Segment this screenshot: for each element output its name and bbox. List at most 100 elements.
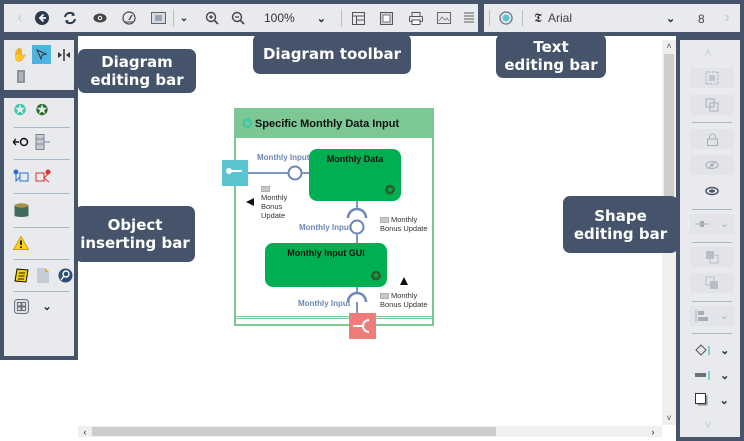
component-title: Monthly Data [326,154,384,164]
scroll-right-icon[interactable]: › [651,426,655,437]
separator [692,242,732,243]
toolbar-separator [341,9,342,27]
horizontal-scrollbar[interactable]: ‹ › [78,426,662,437]
scroll-down-icon[interactable]: ˅ [666,413,672,423]
zoom-level-select[interactable]: 100% ⌄ [260,10,330,26]
gauge-icon[interactable] [121,10,137,26]
component-icon: ✪ [242,116,253,131]
component-dark-insert-icon[interactable]: ✪ [35,102,49,119]
callout-text: Diagram toolbar [262,45,401,63]
zoom-out-icon[interactable] [230,10,246,26]
separator [692,122,732,123]
callout-text: inserting bar [80,234,190,252]
toolbar-separator [173,9,174,27]
split-resize-icon[interactable] [56,47,72,63]
device-node-icon[interactable] [34,133,52,151]
text-color-icon[interactable] [498,10,514,26]
line-color-icon[interactable]: ⌄ [690,365,734,385]
component-icon: ✪ [384,183,395,197]
document-icon[interactable] [35,266,51,284]
mail-icon [380,293,389,300]
select-pointer-icon[interactable] [32,45,51,64]
separator [692,301,732,302]
component-insert-icon[interactable]: ✪ [13,102,27,119]
message-note: Monthly Bonus Update [380,215,428,233]
frame-icon[interactable] [378,10,394,26]
diagram-toolbar: ‹ ⌄ 100% ⌄ [0,0,482,36]
grid-frame-icon[interactable] [12,297,30,315]
web-service-icon[interactable] [57,266,73,284]
note-scroll-icon[interactable] [12,266,30,284]
note-text: Bonus [261,202,283,211]
vertical-scroll-thumb[interactable] [664,54,674,196]
layout-icon[interactable] [350,10,366,26]
font-icon: 𝕿 [534,10,542,26]
interface-label: Monthly Input [257,153,310,162]
chevron-right-icon[interactable]: › [724,9,730,26]
warning-icon[interactable] [12,234,30,252]
lock-icon[interactable] [690,129,734,149]
callout-diagram-toolbar: Diagram toolbar [253,34,411,74]
hide-eye-icon[interactable] [690,155,734,175]
interface-lollipop-icon[interactable] [12,134,30,150]
more-icon[interactable] [462,10,476,26]
callout-diagram-editing-bar: Diagram editing bar [78,49,196,93]
group-icon[interactable] [690,68,734,88]
scroll-up-icon[interactable]: ˄ [666,41,672,51]
component-icon: ✪ [370,269,381,283]
red-connector-icon[interactable] [34,168,52,184]
back-icon[interactable] [34,10,50,26]
separator [14,291,70,292]
component-monthly-data[interactable]: Monthly Data ✪ [309,149,401,201]
view-eye-icon[interactable] [92,10,108,26]
mail-icon [261,186,270,193]
note-text: Monthly [391,215,418,224]
chevron-down-icon[interactable]: ˅ [704,418,712,432]
chevron-up-icon[interactable]: ˄ [704,46,712,60]
note-text: Bonus Update [380,224,428,233]
note-text: Update [261,211,286,220]
bring-forward-icon[interactable] [690,247,734,267]
separator [14,227,70,228]
callout-object-inserting-bar: Object inserting bar [75,206,195,262]
fill-color-icon[interactable]: ⌄ [690,340,734,360]
zoom-in-icon[interactable] [204,10,220,26]
ungroup-icon[interactable] [690,95,734,115]
hand-pan-icon[interactable]: ✋ [11,47,29,62]
blue-connector-icon[interactable] [12,168,30,184]
callout-text-editing-bar: Text editing bar [496,34,606,78]
horizontal-scroll-thumb[interactable] [92,427,496,436]
show-eye-icon[interactable] [690,181,734,201]
callout-text: editing bar [90,71,184,89]
column-icon[interactable] [14,68,28,84]
align-icon[interactable]: ⌄ [690,306,734,326]
back-disabled-icon[interactable]: ‹ [17,9,23,26]
separator [14,193,70,194]
container-header: ✪ Specific Monthly Data Input [236,110,432,138]
fit-screen-icon[interactable] [150,10,166,26]
component-monthly-input-gui[interactable]: Monthly Input GUI ✪ [265,243,387,287]
font-size-value[interactable]: 8 [698,12,705,26]
callout-text: editing bar [504,56,598,74]
separator [14,127,70,128]
database-icon[interactable] [12,201,30,219]
shape-editing-bar: ˄ ⌄ ⌄ ⌄ ⌄ ⌄ ˅ [676,36,744,441]
chevron-down-icon: ⌄ [666,12,676,25]
chevron-down-icon[interactable]: ⌄ [179,12,189,24]
refresh-icon[interactable] [62,10,78,26]
required-port[interactable] [349,313,376,339]
text-editing-bar: 𝕿 Arial ⌄ 8 › [480,0,744,36]
callout-text: Object [107,216,163,234]
scroll-left-icon[interactable]: ‹ [83,426,87,437]
send-backward-icon[interactable] [690,273,734,293]
chevron-down-icon[interactable]: ⌄ [42,300,52,313]
provided-port[interactable] [222,160,248,186]
font-family-select[interactable]: 𝕿 Arial ⌄ [534,9,684,27]
shadow-icon[interactable]: ⌄ [690,390,734,410]
provided-interface-circle [287,165,303,181]
container-component[interactable]: ✪ Specific Monthly Data Input [234,108,434,326]
print-icon[interactable] [408,10,424,26]
distribute-icon[interactable]: ⌄ [690,214,734,234]
image-export-icon[interactable] [436,10,452,26]
